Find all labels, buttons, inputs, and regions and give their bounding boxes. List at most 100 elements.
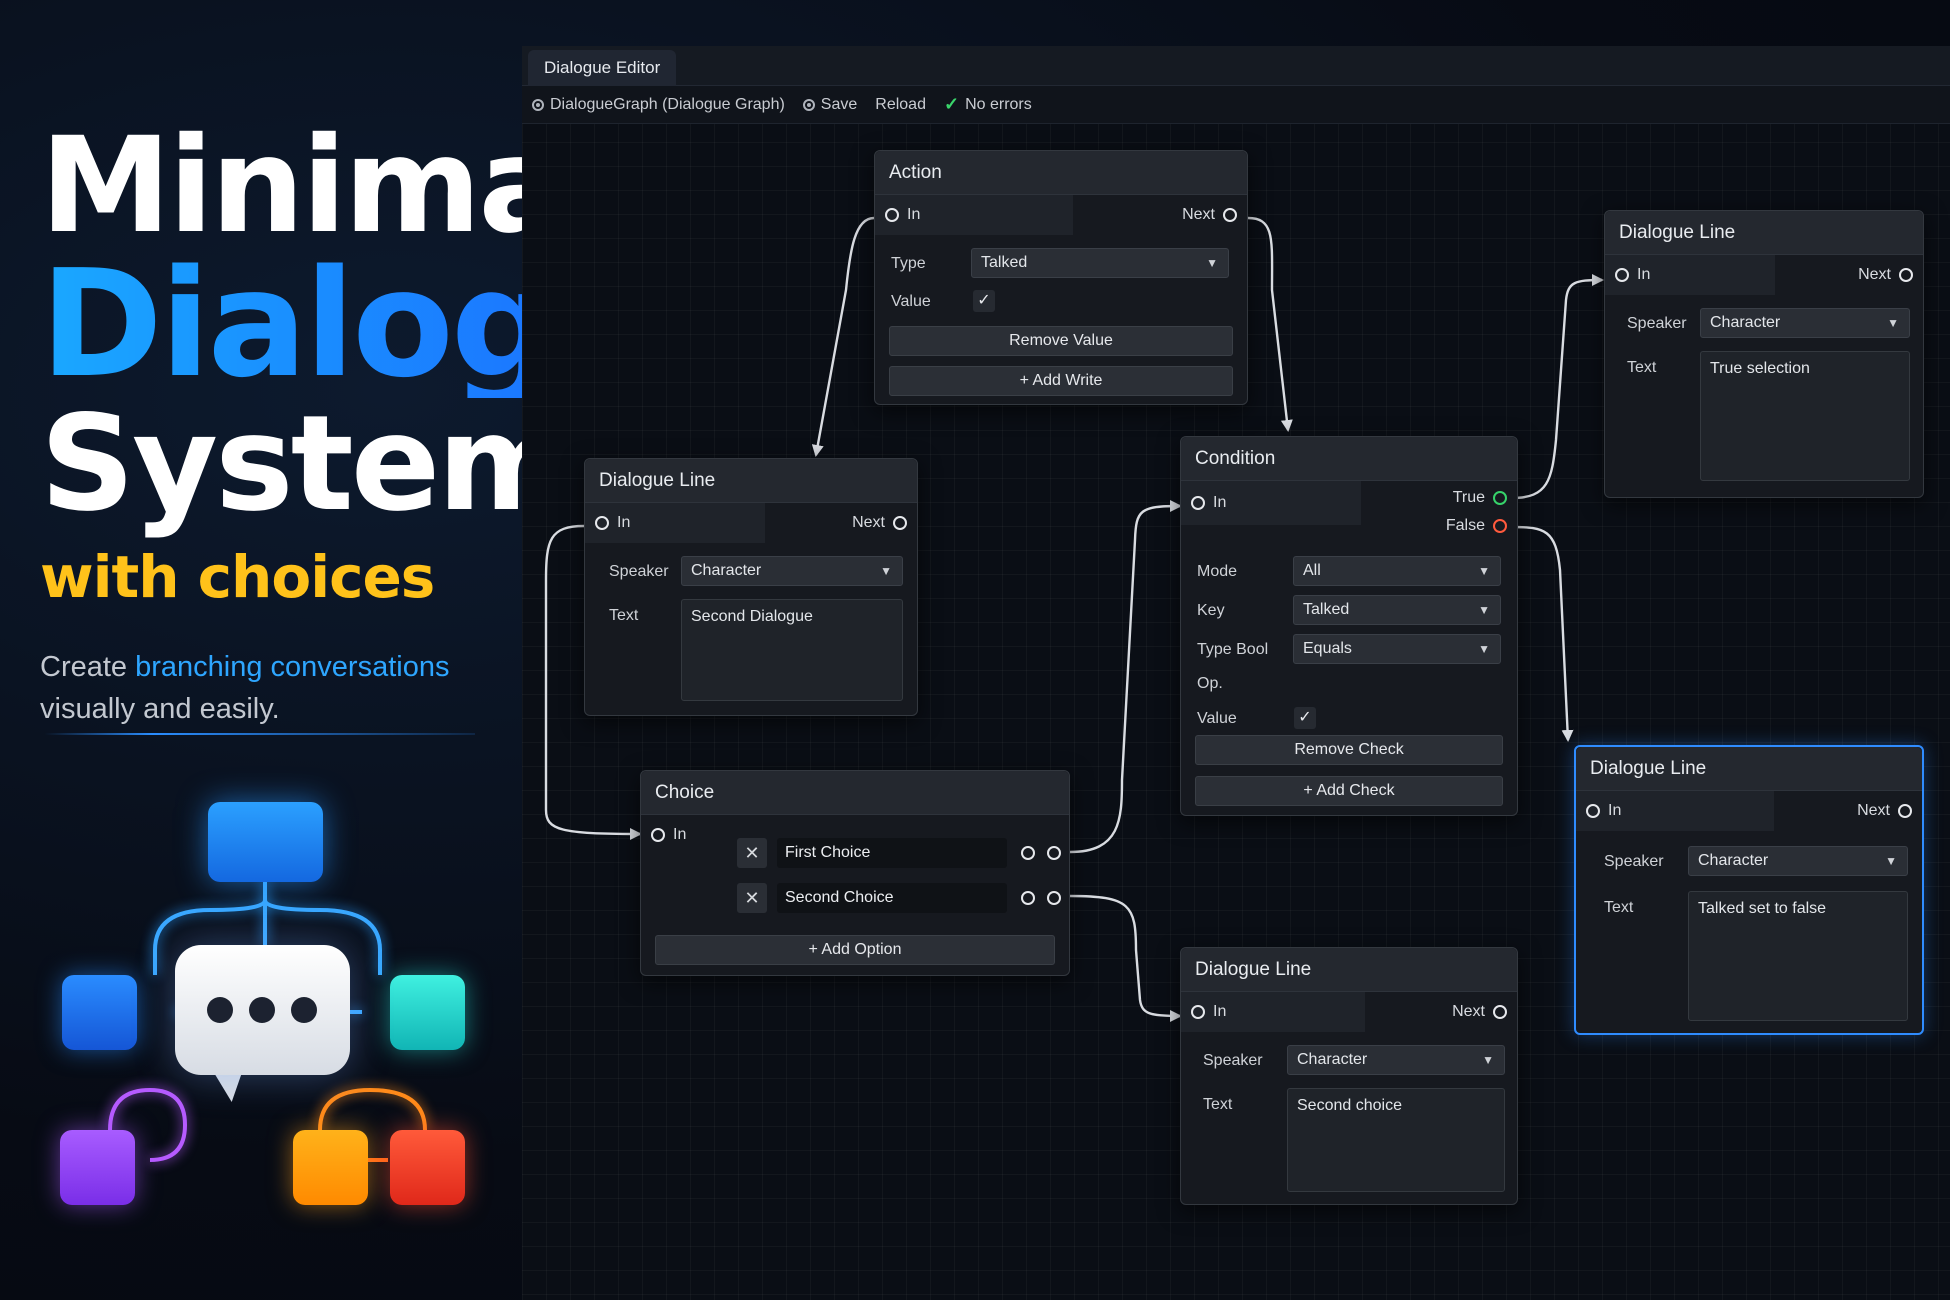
editor-tabbar: Dialogue Editor: [522, 46, 1950, 86]
option-1-pin-b[interactable]: [1047, 846, 1061, 860]
next-port[interactable]: Next: [852, 503, 907, 543]
next-pin[interactable]: [1223, 208, 1237, 222]
dialogue-line-node-choice[interactable]: Dialogue Line In Next Speaker Character▼…: [1180, 947, 1518, 1205]
next-pin[interactable]: [1493, 1005, 1507, 1019]
dialogue-line-node-second[interactable]: Dialogue Line In Next Speaker Character▼…: [584, 458, 918, 716]
in-port[interactable]: In: [585, 503, 765, 543]
next-label: Next: [1182, 206, 1215, 223]
action-node[interactable]: Action In Next Type Talked▼ Value ✓ Remo…: [874, 150, 1248, 405]
value-label: Value: [891, 293, 931, 310]
dialogue-line-node-true[interactable]: Dialogue Line In Next Speaker Character▼…: [1604, 210, 1924, 498]
typebool-select[interactable]: Equals▼: [1293, 634, 1501, 664]
orange-block: [293, 1130, 368, 1205]
in-port[interactable]: In: [1181, 481, 1361, 525]
option-1-pin-a[interactable]: [1021, 846, 1035, 860]
option-1-input[interactable]: First Choice: [777, 838, 1007, 868]
mode-select[interactable]: All▼: [1293, 556, 1501, 586]
condition-node[interactable]: Condition In True False Mode All▼ Key Ta…: [1180, 436, 1518, 816]
op-label: Op.: [1197, 675, 1223, 692]
remove-value-button[interactable]: Remove Value: [889, 326, 1233, 356]
chevron-down-icon: ▼: [1478, 564, 1490, 578]
in-port[interactable]: In: [1605, 255, 1775, 295]
type-label: Type: [891, 255, 926, 272]
text-label: Text: [609, 607, 639, 624]
speaker-select[interactable]: Character▼: [1287, 1045, 1505, 1075]
next-port[interactable]: Next: [1857, 791, 1912, 831]
text-label: Text: [1627, 359, 1657, 376]
next-label: Next: [1452, 1003, 1485, 1020]
true-pin[interactable]: [1493, 491, 1507, 505]
hero-subtitle-b: choices: [197, 543, 436, 611]
next-pin[interactable]: [893, 516, 907, 530]
illustration-connectors: [108, 880, 427, 1162]
next-pin[interactable]: [1899, 268, 1913, 282]
speaker-label: Speaker: [1627, 315, 1687, 332]
dialogue-line-node-false[interactable]: Dialogue Line In Next Speaker Character▼…: [1574, 745, 1924, 1035]
add-check-button[interactable]: + Add Check: [1195, 776, 1503, 806]
speaker-label: Speaker: [1604, 853, 1664, 870]
text-area[interactable]: Talked set to false: [1688, 891, 1908, 1021]
false-pin[interactable]: [1493, 519, 1507, 533]
in-pin[interactable]: [651, 828, 665, 842]
text-area[interactable]: True selection: [1700, 351, 1910, 481]
port-row: In Next: [1181, 992, 1517, 1032]
remove-option-1-button[interactable]: ✕: [737, 838, 767, 868]
next-port[interactable]: Next: [1182, 195, 1237, 235]
false-port[interactable]: False: [1446, 513, 1507, 539]
option-2-pin-b[interactable]: [1047, 891, 1061, 905]
speaker-value: Character: [1710, 314, 1781, 331]
remove-check-button[interactable]: Remove Check: [1195, 735, 1503, 765]
next-port[interactable]: Next: [1452, 992, 1507, 1032]
speaker-value: Character: [1297, 1051, 1368, 1068]
in-pin[interactable]: [1586, 804, 1600, 818]
in-port[interactable]: In: [1576, 791, 1774, 831]
left-blue-block: [62, 975, 137, 1050]
add-write-button[interactable]: + Add Write: [889, 366, 1233, 396]
key-select[interactable]: Talked▼: [1293, 595, 1501, 625]
reload-button[interactable]: Reload: [875, 96, 926, 114]
option-2-pin-a[interactable]: [1021, 891, 1035, 905]
next-label: Next: [1858, 266, 1891, 283]
mode-label: Mode: [1197, 563, 1238, 580]
option-2-input[interactable]: Second Choice: [777, 883, 1007, 913]
in-pin[interactable]: [1191, 496, 1205, 510]
speaker-select[interactable]: Character▼: [1688, 846, 1908, 876]
next-label: Next: [852, 514, 885, 531]
text-label: Text: [1203, 1096, 1233, 1113]
type-value: Talked: [981, 254, 1028, 271]
next-label: Next: [1857, 802, 1890, 819]
in-pin[interactable]: [1191, 1005, 1205, 1019]
value-checkbox[interactable]: ✓: [973, 290, 995, 312]
in-pin[interactable]: [595, 516, 609, 530]
hero-title-line1: Minimal: [40, 109, 610, 263]
text-area[interactable]: Second Dialogue: [681, 599, 903, 701]
choice-node[interactable]: Choice In ✕ First Choice ✕ Second Choice…: [640, 770, 1070, 976]
in-port[interactable]: In: [641, 815, 721, 855]
add-option-button[interactable]: + Add Option: [655, 935, 1055, 965]
graph-asset-field[interactable]: DialogueGraph (Dialogue Graph): [532, 96, 785, 114]
text-area[interactable]: Second choice: [1287, 1088, 1505, 1192]
next-pin[interactable]: [1898, 804, 1912, 818]
next-port[interactable]: Next: [1858, 255, 1913, 295]
type-select[interactable]: Talked ▼: [971, 248, 1229, 278]
in-label: In: [1608, 802, 1622, 819]
tab-dialogue-editor[interactable]: Dialogue Editor: [528, 50, 677, 86]
save-button[interactable]: Save: [802, 96, 857, 114]
speaker-select[interactable]: Character▼: [681, 556, 903, 586]
in-port[interactable]: In: [875, 195, 1073, 235]
hero-description: Create branching conversations visually …: [40, 646, 640, 730]
true-label: True: [1452, 489, 1485, 506]
true-port[interactable]: True: [1453, 485, 1507, 511]
chevron-down-icon: ▼: [1206, 256, 1218, 270]
hero-desc-b: visually and easily.: [40, 693, 280, 726]
value-checkbox[interactable]: ✓: [1294, 707, 1316, 729]
speaker-select[interactable]: Character▼: [1700, 308, 1910, 338]
top-blue-block: [208, 802, 323, 882]
in-pin[interactable]: [885, 208, 899, 222]
in-pin[interactable]: [1615, 268, 1629, 282]
in-label: In: [673, 826, 687, 843]
remove-option-2-button[interactable]: ✕: [737, 883, 767, 913]
hero-divider: [45, 733, 475, 735]
in-port[interactable]: In: [1181, 992, 1365, 1032]
hero-subtitle: with choices: [40, 548, 640, 606]
